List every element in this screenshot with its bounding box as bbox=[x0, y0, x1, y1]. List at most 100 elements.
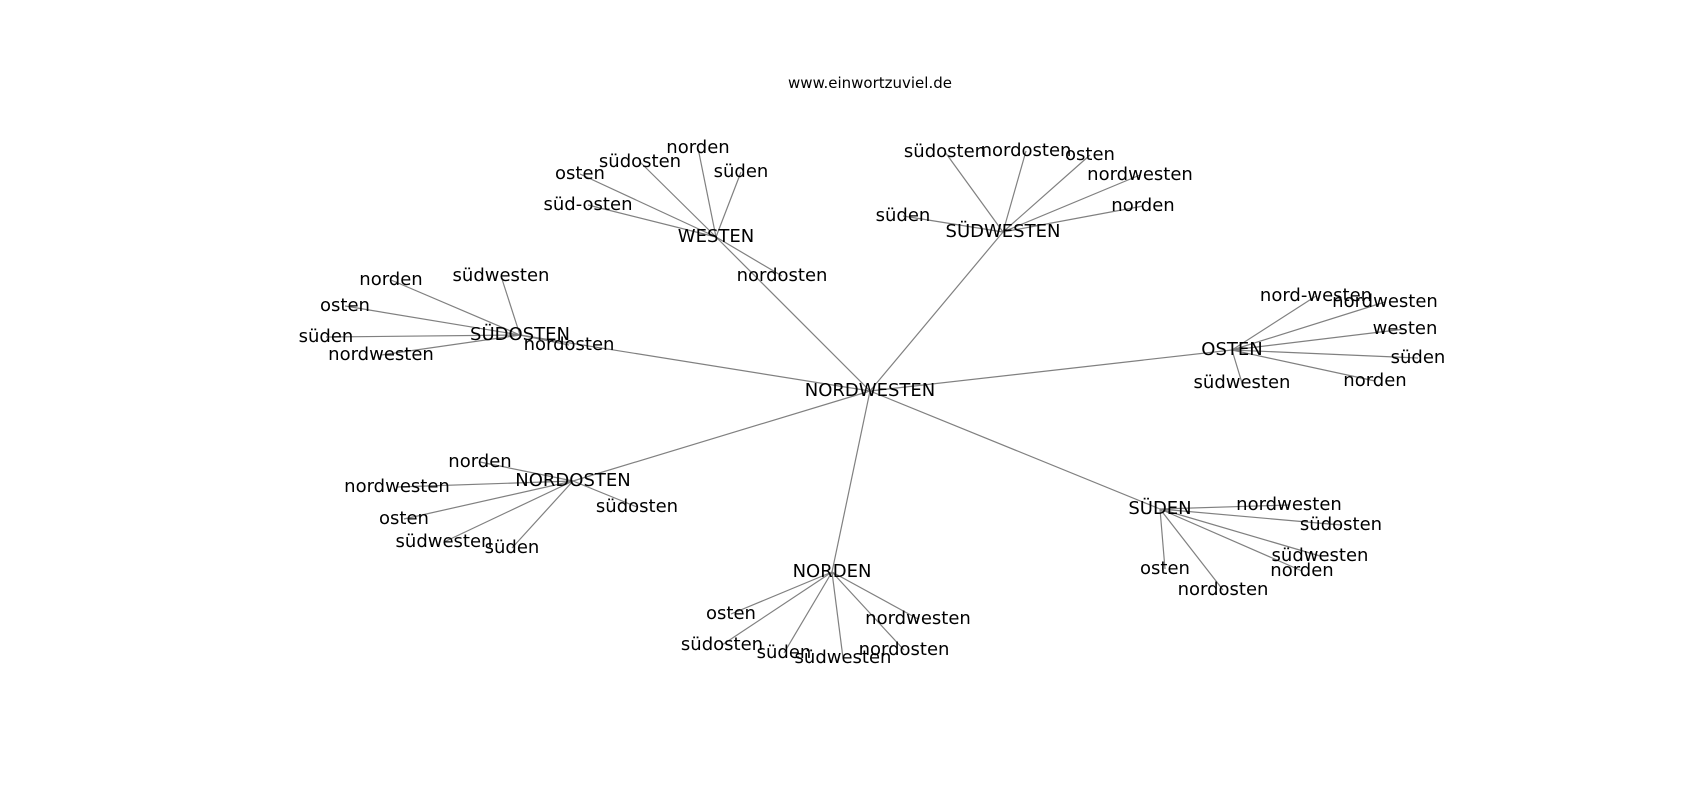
leaf-node-label: nordosten bbox=[981, 140, 1072, 161]
edge-hub-leaf bbox=[1159, 508, 1224, 591]
edge-hub-leaf bbox=[587, 204, 717, 238]
edge-hub-leaf bbox=[1231, 301, 1386, 351]
leaf-node-label: nordosten bbox=[1178, 579, 1269, 600]
edge-hub-leaf bbox=[730, 571, 833, 615]
edge-root-hub bbox=[572, 390, 871, 482]
leaf-node-label: südwesten bbox=[1272, 545, 1369, 566]
leaf-node-label: südosten bbox=[681, 634, 763, 655]
hub-node-label: NORDOSTEN bbox=[515, 470, 630, 491]
root-node-label: NORDWESTEN bbox=[805, 380, 935, 401]
leaf-node-label: süden bbox=[876, 205, 931, 226]
edge-root-hub bbox=[869, 231, 1004, 392]
edge-hub-leaf bbox=[1159, 508, 1321, 557]
hub-node-label: SÜDWESTEN bbox=[946, 220, 1061, 242]
edge-hub-leaf bbox=[579, 173, 717, 238]
leaf-node-label: südosten bbox=[904, 141, 986, 162]
leaf-node-label: westen bbox=[1373, 318, 1438, 339]
edge-hub-leaf bbox=[1002, 150, 1027, 233]
hub-node-label: SÜDEN bbox=[1128, 497, 1191, 519]
edge-hub-leaf bbox=[1231, 295, 1317, 351]
edge-root-hub bbox=[869, 390, 1161, 510]
site-title: www.einwortzuviel.de bbox=[788, 74, 952, 92]
edge-root-hub bbox=[519, 334, 871, 392]
leaf-node-label: osten bbox=[320, 295, 370, 316]
leaf-node-label: norden bbox=[1111, 195, 1174, 216]
edge-hub-leaf bbox=[390, 279, 521, 336]
edge-hub-leaf bbox=[715, 236, 783, 277]
edge-hub-leaf bbox=[831, 571, 844, 659]
leaf-node-label: süden bbox=[485, 537, 540, 558]
leaf-node-label: südwesten bbox=[453, 265, 550, 286]
edge-hub-leaf bbox=[1159, 508, 1166, 570]
leaf-node-label: osten bbox=[1065, 144, 1115, 165]
leaf-node-label: südosten bbox=[1300, 514, 1382, 535]
edge-hub-leaf bbox=[944, 151, 1004, 233]
edge-hub-leaf bbox=[325, 334, 521, 338]
leaf-node-label: nordwesten bbox=[344, 476, 450, 497]
edge-hub-leaf bbox=[831, 571, 919, 620]
leaf-node-label: norden bbox=[448, 451, 511, 472]
edge-hub-leaf bbox=[1159, 504, 1290, 510]
leaf-node-label: nordosten bbox=[859, 639, 950, 660]
edge-hub-leaf bbox=[715, 171, 742, 238]
leaf-node-label: norden bbox=[666, 137, 729, 158]
leaf-node-label: nordwesten bbox=[328, 344, 434, 365]
leaf-node-label: nordwesten bbox=[865, 608, 971, 629]
edge-hub-leaf bbox=[1159, 508, 1342, 526]
edge-hub-leaf bbox=[572, 480, 638, 508]
edge-hub-leaf bbox=[511, 480, 574, 549]
leaf-node-label: osten bbox=[706, 603, 756, 624]
leaf-node-label: osten bbox=[555, 163, 605, 184]
edge-root-hub bbox=[869, 349, 1233, 392]
leaf-node-label: norden bbox=[359, 269, 422, 290]
leaf-node-label: südwesten bbox=[396, 531, 493, 552]
edge-hub-leaf bbox=[783, 571, 833, 654]
edge-hub-leaf bbox=[1002, 154, 1091, 233]
edge-hub-leaf bbox=[380, 334, 521, 356]
leaf-node-label: südosten bbox=[596, 496, 678, 517]
edge-hub-leaf bbox=[697, 147, 717, 238]
leaf-node-label: nordosten bbox=[524, 334, 615, 355]
leaf-node-label: norden bbox=[1270, 560, 1333, 581]
edge-hub-leaf bbox=[344, 305, 521, 336]
leaf-node-label: süden bbox=[757, 642, 812, 663]
edge-hub-leaf bbox=[831, 571, 905, 651]
leaf-node-label: nordwesten bbox=[1087, 164, 1193, 185]
edge-hub-leaf bbox=[639, 161, 717, 238]
edge-hub-leaf bbox=[479, 461, 574, 482]
edge-hub-leaf bbox=[1231, 328, 1406, 351]
leaf-node-label: nordwesten bbox=[1236, 494, 1342, 515]
edge-hub-leaf bbox=[519, 334, 570, 346]
hub-node-label: SÜDOSTEN bbox=[470, 323, 570, 345]
edge-root-hub bbox=[831, 390, 871, 573]
leaf-node-label: süd-osten bbox=[544, 194, 633, 215]
edge-hub-leaf bbox=[500, 275, 521, 336]
leaf-node-label: osten bbox=[379, 508, 429, 529]
leaf-node-label: osten bbox=[1140, 558, 1190, 579]
hub-node-label: OSTEN bbox=[1201, 339, 1262, 360]
edge-hub-leaf bbox=[1002, 174, 1141, 233]
edge-hub-leaf bbox=[902, 215, 1004, 233]
leaf-node-label: süden bbox=[714, 161, 769, 182]
leaf-node-label: nord-westen bbox=[1260, 285, 1372, 306]
edge-hub-leaf bbox=[1231, 349, 1243, 384]
edge-root-hub bbox=[715, 236, 871, 392]
edges bbox=[325, 147, 1419, 659]
leaf-node-label: süden bbox=[299, 326, 354, 347]
edge-hub-leaf bbox=[1231, 349, 1376, 382]
edge-hub-leaf bbox=[443, 480, 574, 543]
leaf-node-label: südwesten bbox=[795, 647, 892, 668]
leaf-node-label: südosten bbox=[599, 151, 681, 172]
edge-hub-leaf bbox=[1231, 349, 1419, 359]
edge-hub-leaf bbox=[403, 480, 574, 520]
leaf-node-label: nordosten bbox=[737, 265, 828, 286]
edge-hub-leaf bbox=[1159, 508, 1303, 572]
edge-hub-leaf bbox=[721, 571, 833, 646]
hub-node-label: NORDEN bbox=[793, 561, 872, 582]
leaf-node-label: südwesten bbox=[1194, 372, 1291, 393]
hub-node-label: WESTEN bbox=[678, 226, 754, 247]
leaf-node-label: nordwesten bbox=[1332, 291, 1438, 312]
edge-hub-leaf bbox=[396, 480, 574, 488]
